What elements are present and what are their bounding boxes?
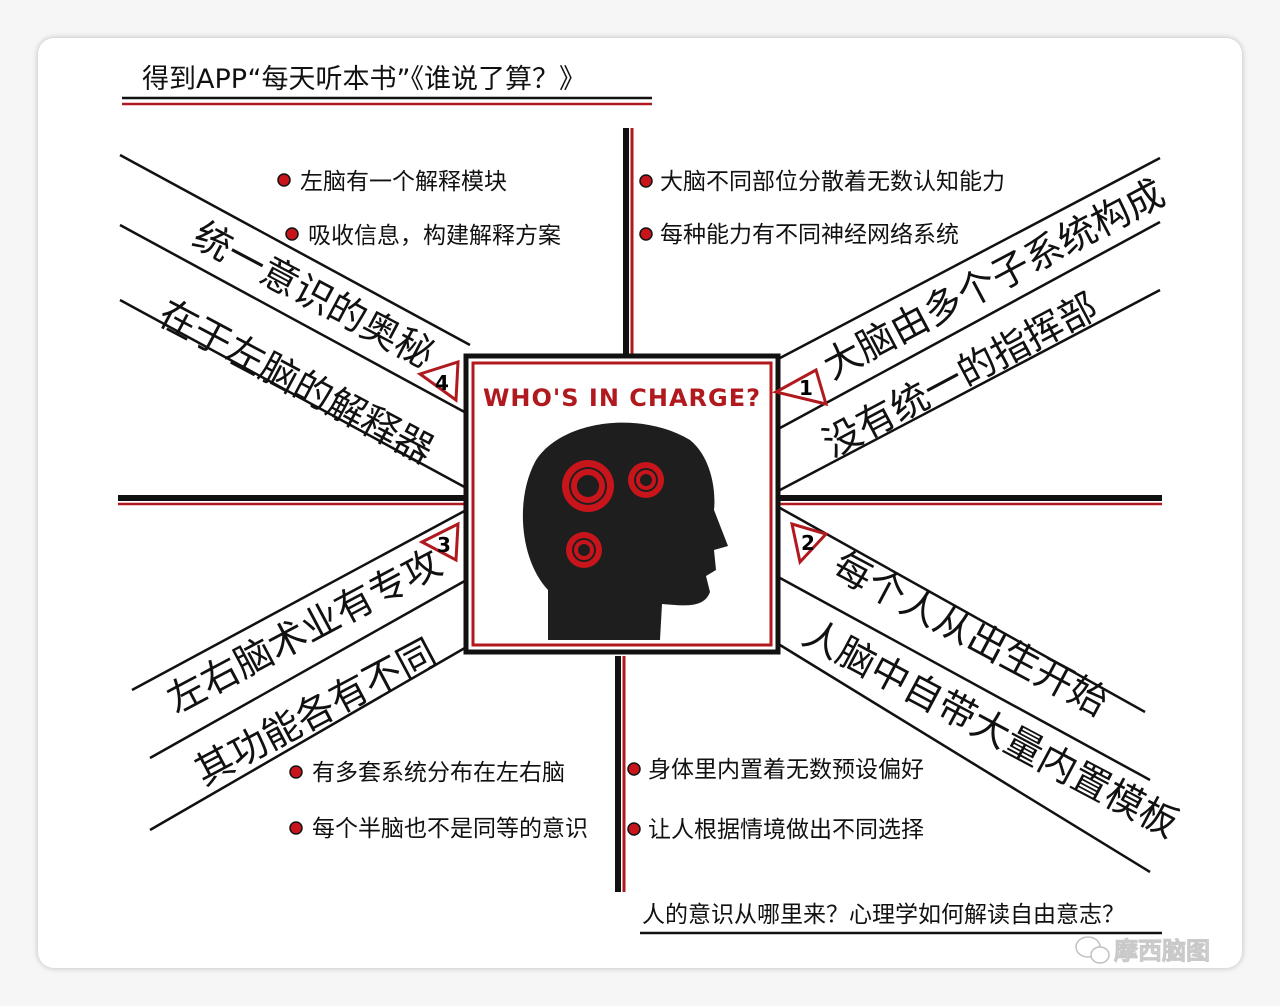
branch-3-bullet-2: 每个半脑也不是同等的意识 [312, 816, 588, 842]
branch-1-bullets: 大脑不同部位分散着无数认知能力 每种能力有不同神经网络系统 [639, 169, 1005, 248]
gear-bottom-icon [566, 532, 602, 568]
branch-2-bullet-2: 让人根据情境做出不同选择 [648, 817, 924, 843]
badge-1: 1 [771, 367, 829, 407]
bullet-dot [639, 174, 653, 188]
branch-3-lines [131, 506, 471, 832]
branch-2-lines [779, 506, 1151, 874]
center-label: WHO'S IN CHARGE? [483, 384, 761, 412]
branch-2-bullet-1: 身体里内置着无数预设偏好 [648, 757, 924, 783]
branch-3-bullets: 有多套系统分布在左右脑 每个半脑也不是同等的意识 [289, 760, 588, 842]
bullet-dot [289, 765, 303, 779]
badge-3: 3 [418, 521, 460, 563]
branch-4-lines [119, 153, 471, 492]
branch-1-bullet-2: 每种能力有不同神经网络系统 [660, 222, 959, 248]
watermark: 摩西脑图 [1075, 936, 1210, 965]
badge-2: 2 [790, 521, 829, 566]
svg-text:1: 1 [799, 376, 813, 400]
svg-text:2: 2 [801, 531, 815, 555]
branch-4-bullets: 左脑有一个解释模块 吸收信息，构建解释方案 [277, 169, 561, 249]
bullet-dot [277, 173, 291, 187]
head-with-gears-icon [522, 422, 728, 640]
branch-1-lines [779, 156, 1161, 492]
title: 得到APP“每天听本书”《谁说了算？》 [142, 64, 586, 95]
bottom-caption: 人的意识从哪里来？心理学如何解读自由意志？ [642, 902, 1125, 928]
branch-2-bullets: 身体里内置着无数预设偏好 让人根据情境做出不同选择 [627, 757, 924, 843]
branch-1-bullet-1: 大脑不同部位分散着无数认知能力 [660, 169, 1005, 195]
wechat-icon [1075, 936, 1110, 964]
gear-large-icon [562, 460, 614, 512]
gear-small-icon [628, 462, 664, 498]
branch-4-bullet-1: 左脑有一个解释模块 [300, 169, 507, 195]
watermark-text: 摩西脑图 [1114, 937, 1210, 965]
bullet-dot [627, 822, 641, 836]
bullet-dot [627, 762, 641, 776]
bullet-dot [289, 821, 303, 835]
svg-text:4: 4 [435, 371, 449, 395]
bullet-dot [285, 227, 299, 241]
branch-3-bullet-1: 有多套系统分布在左右脑 [312, 760, 565, 786]
svg-text:3: 3 [437, 533, 451, 557]
center-box-inner [471, 361, 773, 647]
bullet-dot [639, 227, 653, 241]
branch-4-bullet-2: 吸收信息，构建解释方案 [308, 223, 561, 249]
badge-4: 4 [416, 359, 460, 403]
